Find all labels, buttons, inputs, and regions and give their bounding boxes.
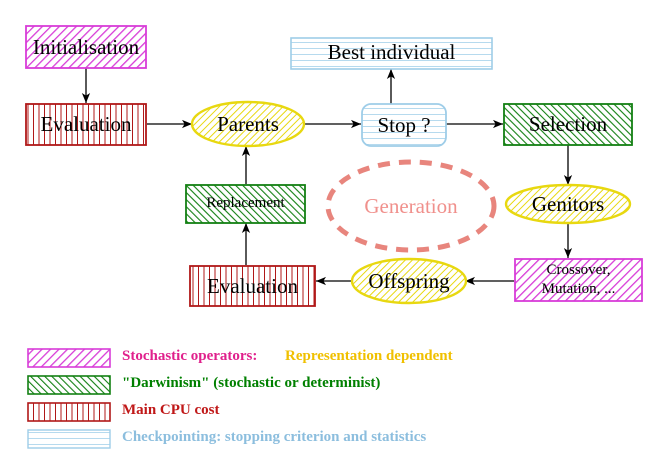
legend-label-checkpointing: Checkpointing: stopping criterion and st…	[122, 429, 427, 445]
node-evaluation-top[interactable]	[25, 103, 147, 146]
legend-label-stochastic-secondary: Representation dependent	[285, 348, 453, 364]
legend-swatch-darwinism	[27, 375, 111, 395]
node-generation-annotation	[325, 159, 497, 253]
node-crossover-mutation[interactable]	[514, 258, 643, 302]
node-best-individual[interactable]	[290, 37, 493, 70]
legend-label-darwinism: "Darwinism" (stochastic or determinist)	[122, 375, 381, 391]
legend-swatch-stochastic	[27, 348, 111, 368]
node-selection[interactable]	[503, 103, 633, 146]
node-genitors[interactable]	[504, 183, 632, 225]
node-replacement[interactable]	[185, 184, 306, 224]
node-evaluation-bottom[interactable]	[189, 265, 316, 307]
node-offspring[interactable]	[350, 257, 468, 305]
node-parents[interactable]	[190, 100, 306, 148]
legend-swatch-checkpointing	[27, 429, 111, 449]
node-stop[interactable]	[361, 103, 447, 147]
legend-label-cpu: Main CPU cost	[122, 402, 220, 418]
node-initialisation[interactable]	[25, 25, 147, 69]
legend-label-stochastic-primary: Stochastic operators:	[122, 348, 258, 364]
legend-swatch-cpu	[27, 402, 111, 422]
